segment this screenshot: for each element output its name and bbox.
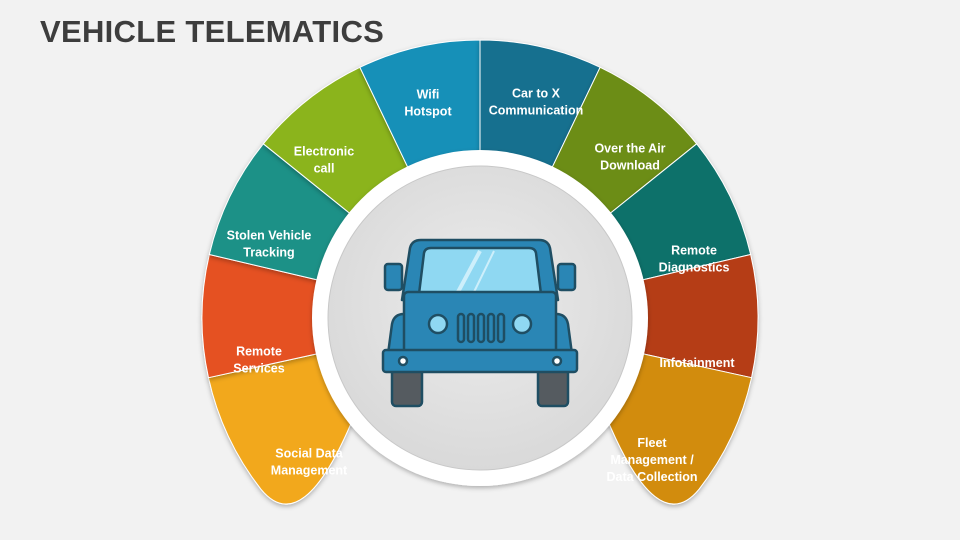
segment-label-infotainment: Infotainment [660,356,736,370]
segment-ring [201,39,759,505]
page-title: VEHICLE TELEMATICS [40,14,385,49]
jeep-icon [381,238,579,408]
